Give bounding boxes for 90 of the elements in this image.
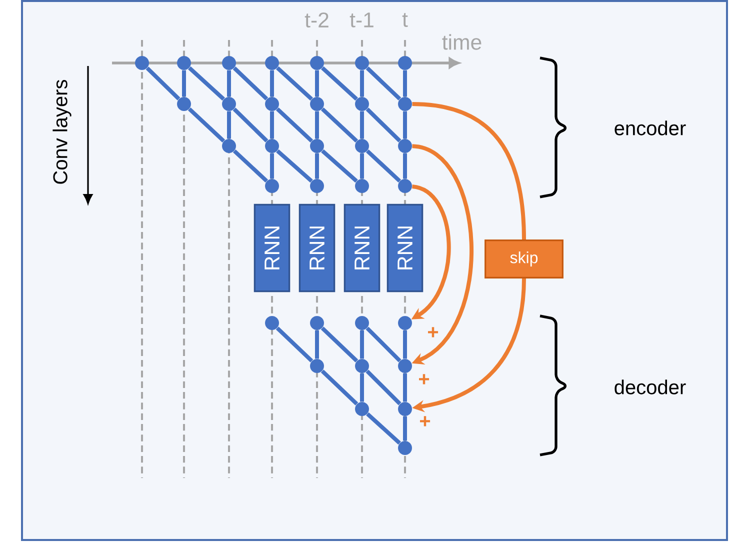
node-dot [265,56,279,70]
node-dot [310,316,324,330]
connection-line [270,153,274,179]
rnn-block: RNN [298,204,336,292]
node-dot [177,56,191,70]
time-label: t-1 [350,12,374,28]
time-label: t-2 [304,12,328,28]
connection-line [276,66,313,101]
node-dot [398,179,412,193]
connection-line [227,70,231,97]
node-dot [355,139,369,153]
node-dot [398,402,412,416]
node-dot [222,139,236,153]
connection-line [366,370,402,406]
connection-line [366,412,401,445]
connection-line [276,326,314,362]
connection-line [227,111,231,139]
node-dot [355,179,369,193]
connection-line [403,416,407,441]
node-dot [177,97,191,111]
section-label: encoder [614,120,686,136]
node-dot [265,179,279,193]
node-dot [265,97,279,111]
node-dot [222,97,236,111]
connection-line [366,326,402,362]
node-dot [398,316,412,330]
connection-line [403,153,407,179]
node-dot [355,97,369,111]
node-dot [398,97,412,111]
node-dot [355,56,369,70]
connection-line [403,373,407,402]
connection-line [366,66,402,100]
connection-line [403,70,407,97]
connection-line [276,149,313,183]
plus-sign: + [420,416,430,426]
node-dot [355,359,369,373]
section-label: decoder [614,380,686,394]
node-dot [398,441,412,455]
connection-line [360,373,364,402]
plus-sign: + [419,374,430,384]
connection-line [315,111,319,139]
connection-line [320,326,358,362]
connection-line [403,330,407,359]
node-dot [355,316,369,330]
node-dot [265,316,279,330]
rnn-block: RNN [254,204,290,292]
connection-line [315,70,319,97]
connection-line [270,111,274,139]
connection-line [360,153,364,179]
connection-line [232,108,268,142]
node-dot [310,359,324,373]
rnn-block: RNN [344,204,380,292]
node-dot [222,56,236,70]
rnn-block: RNN [386,204,424,292]
plus-sign: + [428,327,438,338]
node-dot [310,56,324,70]
connection-line [320,370,358,406]
time-label: t [402,13,408,27]
connection-line [232,66,268,100]
connection-line [321,66,358,101]
connection-line [146,66,180,100]
connection-line [366,149,402,182]
node-dot [398,359,412,373]
node-dot [265,139,279,153]
node-dot [310,97,324,111]
connection-line [403,111,407,139]
connection-line [315,153,319,179]
connection-line [182,70,186,97]
connection-line [315,330,319,359]
connection-line [360,330,364,359]
connection-line [360,111,364,139]
connection-line [366,108,402,142]
node-dot [398,139,412,153]
node-dot [310,139,324,153]
node-dot [355,402,369,416]
skip-box: skip [484,240,564,278]
axis-label: Conv layers [52,80,72,184]
connection-line [320,108,358,142]
connection-line [270,70,274,97]
node-dot [310,179,324,193]
connection-line [321,149,358,183]
connection-line [276,107,314,142]
connection-line [188,108,226,142]
connection-line [360,70,364,97]
node-dot [135,56,149,70]
node-dot [398,56,412,70]
skip-arrow [412,144,474,364]
time-label: time [442,34,482,50]
connection-line [188,66,225,101]
connection-line [232,149,268,182]
